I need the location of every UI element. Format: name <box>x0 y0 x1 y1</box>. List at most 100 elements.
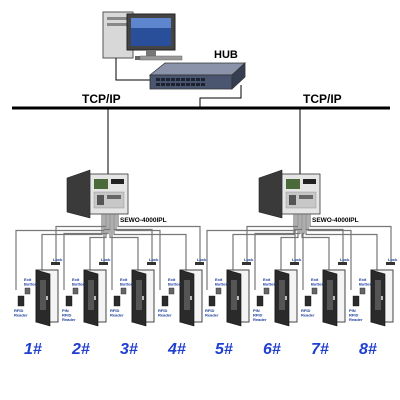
door-cable <box>115 214 161 290</box>
door-cable <box>206 214 297 290</box>
door-handle-icon <box>190 296 192 300</box>
hub-bus-cable <box>199 85 242 108</box>
door-number-label: 6# <box>263 341 281 358</box>
door-cable <box>113 214 187 270</box>
door-panel <box>136 280 142 310</box>
door-handle-icon <box>333 296 335 300</box>
reader-icon <box>304 295 312 307</box>
door-cable <box>301 214 330 270</box>
pc-hub-cable <box>115 58 158 81</box>
reader-icon <box>17 295 25 307</box>
door-cable <box>63 214 109 290</box>
door-number-label: 5# <box>215 341 233 358</box>
door-number-label: 7# <box>311 341 329 358</box>
exit-button-icon <box>215 287 222 295</box>
door-cable <box>117 214 201 262</box>
door-cable <box>89 214 107 270</box>
door-number-label: 8# <box>359 341 377 358</box>
exit-button-icon <box>168 287 175 295</box>
lock-icon <box>51 262 60 265</box>
lock-label: Lock <box>53 257 63 262</box>
door-panel <box>40 280 46 310</box>
reader-icon <box>113 295 121 307</box>
reader-icon <box>65 295 73 307</box>
exit-button-icon <box>311 287 318 295</box>
tcp-ip-label-right: TCP/IP <box>303 92 342 106</box>
door-panel <box>88 280 94 310</box>
lock-label: Lock <box>340 257 350 262</box>
door-cable <box>309 214 392 262</box>
door-handle-icon <box>142 296 144 300</box>
lock-label: Lock <box>244 257 254 262</box>
controller-panel-icon <box>258 169 321 219</box>
door-handle-icon <box>381 296 383 300</box>
lock-icon <box>195 262 204 265</box>
door-cable <box>254 214 301 290</box>
lock-icon <box>290 262 299 265</box>
exit-button-icon <box>359 287 366 295</box>
door-handle-icon <box>46 296 48 300</box>
door-cable <box>280 214 299 270</box>
exit-button-icon <box>263 287 270 295</box>
door-number-label: 1# <box>24 341 42 358</box>
controller-model-label: SEWO-4000IPL <box>120 217 167 224</box>
lock-icon <box>386 262 395 265</box>
door-cable <box>302 214 305 290</box>
exit-button-icon <box>120 287 127 295</box>
reader-icon <box>352 295 360 307</box>
hub-label: HUB <box>214 49 238 61</box>
door-panel <box>279 280 285 310</box>
lock-label: Lock <box>197 257 207 262</box>
lock-label: Lock <box>388 257 398 262</box>
door-handle-icon <box>285 296 287 300</box>
exit-button-icon <box>24 287 31 295</box>
lock-label: Lock <box>292 257 302 262</box>
computer-icon <box>102 11 183 61</box>
reader-icon <box>208 295 216 307</box>
door-number-label: 3# <box>120 341 138 358</box>
controller-panel-icon <box>66 169 129 219</box>
door-handle-icon <box>237 296 239 300</box>
door-cable <box>307 214 352 290</box>
reader-icon <box>256 295 264 307</box>
door-cable <box>15 214 105 290</box>
lock-icon <box>242 262 251 265</box>
hub-switch-icon <box>148 62 247 90</box>
door-panel <box>231 280 237 310</box>
door-number-label: 4# <box>167 341 186 358</box>
door-handle-icon <box>94 296 96 300</box>
door-panel <box>184 280 190 310</box>
door-cable <box>232 214 295 270</box>
lock-icon <box>147 262 156 265</box>
lock-label: Lock <box>149 257 159 262</box>
exit-button-icon <box>72 287 79 295</box>
controller-model-label: SEWO-4000IPL <box>312 217 359 224</box>
lock-icon <box>99 262 108 265</box>
door-cable <box>305 214 378 270</box>
door-cable <box>109 214 139 270</box>
door-panel <box>375 280 381 310</box>
tcp-ip-label-left: TCP/IP <box>82 92 121 106</box>
